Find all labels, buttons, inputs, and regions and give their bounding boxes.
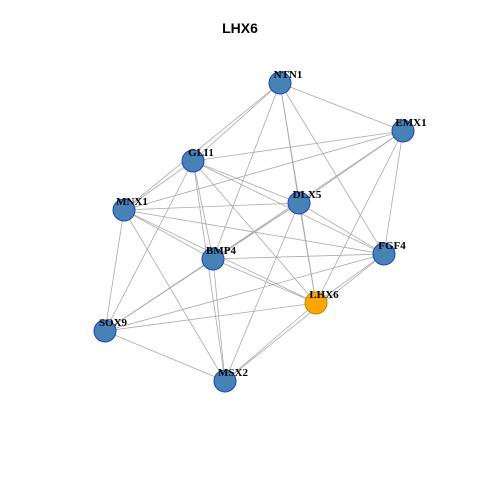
node-label: DLX5 — [293, 189, 322, 201]
node-label: BMP4 — [206, 245, 236, 257]
node-dlx5: DLX5 — [287, 189, 322, 215]
graph-title: LHX6 — [222, 20, 258, 36]
node-circle — [304, 291, 328, 315]
node-label: SOX9 — [99, 317, 128, 329]
node-ntn1: NTN1 — [268, 69, 303, 95]
edge-bmp4-sox9 — [104, 258, 214, 332]
edge-mnx1-msx2 — [123, 209, 226, 382]
edge-ntn1-fgf4 — [279, 82, 385, 255]
edge-emx1-gli1 — [192, 130, 404, 162]
node-label: MSX2 — [218, 367, 248, 379]
node-circle — [201, 247, 225, 271]
node-circle — [391, 119, 415, 143]
node-fgf4: FGF4 — [372, 240, 406, 266]
edge-dlx5-msx2 — [224, 202, 300, 382]
edge-mnx1-sox9 — [104, 209, 125, 332]
edge-bmp4-fgf4 — [212, 253, 385, 260]
edge-fgf4-msx2 — [224, 253, 385, 382]
edge-bmp4-msx2 — [212, 258, 226, 382]
node-emx1: EMX1 — [391, 117, 427, 143]
node-label: LHX6 — [309, 289, 339, 301]
edge-sox9-msx2 — [104, 330, 226, 382]
node-circle — [181, 149, 205, 173]
edge-mnx1-bmp4 — [123, 209, 214, 260]
edge-ntn1-emx1 — [279, 82, 404, 132]
edge-gli1-dlx5 — [192, 160, 300, 204]
node-gli1: GLI1 — [181, 147, 214, 173]
node-label: NTN1 — [274, 69, 303, 81]
edge-gli1-sox9 — [104, 160, 194, 332]
edge-gli1-bmp4 — [192, 160, 214, 260]
node-label: FGF4 — [378, 240, 406, 252]
edge-fgf4-sox9 — [104, 253, 385, 332]
edge-layer — [104, 82, 404, 382]
edge-lhx6-msx2 — [224, 302, 317, 382]
edge-emx1-lhx6 — [315, 130, 404, 304]
edge-dlx5-lhx6 — [298, 202, 317, 304]
node-circle — [372, 242, 396, 266]
edge-gli1-mnx1 — [123, 160, 194, 211]
node-circle — [268, 71, 292, 95]
edge-emx1-fgf4 — [383, 130, 404, 255]
node-circle — [287, 191, 311, 215]
node-circle — [112, 198, 136, 222]
edge-gli1-msx2 — [192, 160, 226, 382]
node-mnx1: MNX1 — [112, 196, 148, 222]
edge-ntn1-mnx1 — [123, 82, 281, 211]
node-msx2: MSX2 — [213, 367, 248, 393]
node-lhx6: LHX6 — [304, 289, 339, 315]
edge-ntn1-bmp4 — [212, 82, 281, 260]
edge-mnx1-dlx5 — [123, 202, 300, 211]
edge-dlx5-fgf4 — [298, 202, 385, 255]
edge-lhx6-sox9 — [104, 302, 317, 332]
node-label: MNX1 — [116, 196, 148, 208]
edge-ntn1-gli1 — [192, 82, 281, 162]
node-circle — [213, 369, 237, 393]
edge-bmp4-lhx6 — [212, 258, 317, 304]
node-sox9: SOX9 — [93, 317, 128, 343]
node-circle — [93, 319, 117, 343]
edge-emx1-mnx1 — [123, 130, 404, 211]
edge-emx1-bmp4 — [212, 130, 404, 260]
node-label: EMX1 — [395, 117, 426, 129]
node-label: GLI1 — [188, 147, 214, 159]
node-bmp4: BMP4 — [201, 245, 236, 271]
edge-fgf4-lhx6 — [315, 253, 385, 304]
